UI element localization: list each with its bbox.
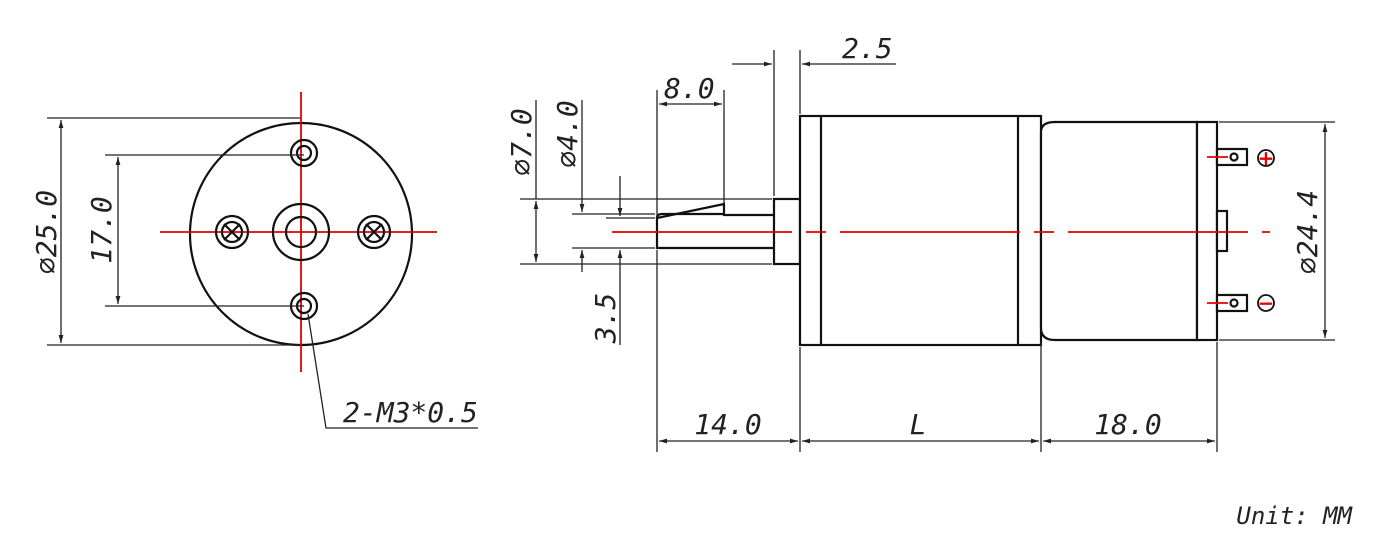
screw-left-icon xyxy=(214,214,250,250)
motor-end-cap xyxy=(1195,120,1219,342)
dim-shaft-label: ⌀4.0 xyxy=(551,100,584,167)
mount-hole-top-outer xyxy=(289,138,319,168)
dim-shaft-length-label: 14.0 xyxy=(694,408,761,441)
screw-right-icon xyxy=(356,214,392,250)
svg-text:+: + xyxy=(1258,146,1275,170)
unit-label: Unit: MM xyxy=(1236,502,1353,530)
side-view: + − 2.5 8.0 ⌀7.0 ⌀4.0 xyxy=(505,32,1335,452)
thread-leader xyxy=(307,313,478,429)
dim-boss-label: ⌀7.0 xyxy=(505,108,538,175)
dim-diameter-label: ⌀25.0 xyxy=(30,190,63,274)
thread-label: 2-M3*0.5 xyxy=(343,396,478,429)
front-boss-inner xyxy=(284,215,318,249)
dim-gearbox-length-label: L xyxy=(910,408,927,441)
dim-flat-label: 8.0 xyxy=(664,72,715,105)
dim-depth-label: 3.5 xyxy=(589,293,622,345)
positive-terminal-icon: + xyxy=(1257,146,1275,170)
dim-hole-spacing-label: 17.0 xyxy=(85,196,118,263)
dim-motor-length-label: 18.0 xyxy=(1094,408,1161,441)
dim-flange-label: 2.5 xyxy=(842,32,893,65)
output-shaft xyxy=(655,202,774,250)
front-view: ⌀25.0 17.0 2-M3*0.5 xyxy=(30,92,478,429)
dim-motor-dia-label: ⌀24.4 xyxy=(1291,190,1324,274)
mount-hole-top-inner xyxy=(295,144,313,162)
svg-text:−: − xyxy=(1258,291,1275,315)
motor-bushing xyxy=(1215,209,1229,253)
motor-body xyxy=(1039,120,1199,342)
gearbox-body xyxy=(798,114,1043,347)
negative-terminal-icon: − xyxy=(1257,291,1275,315)
front-boss-outer xyxy=(271,202,331,262)
